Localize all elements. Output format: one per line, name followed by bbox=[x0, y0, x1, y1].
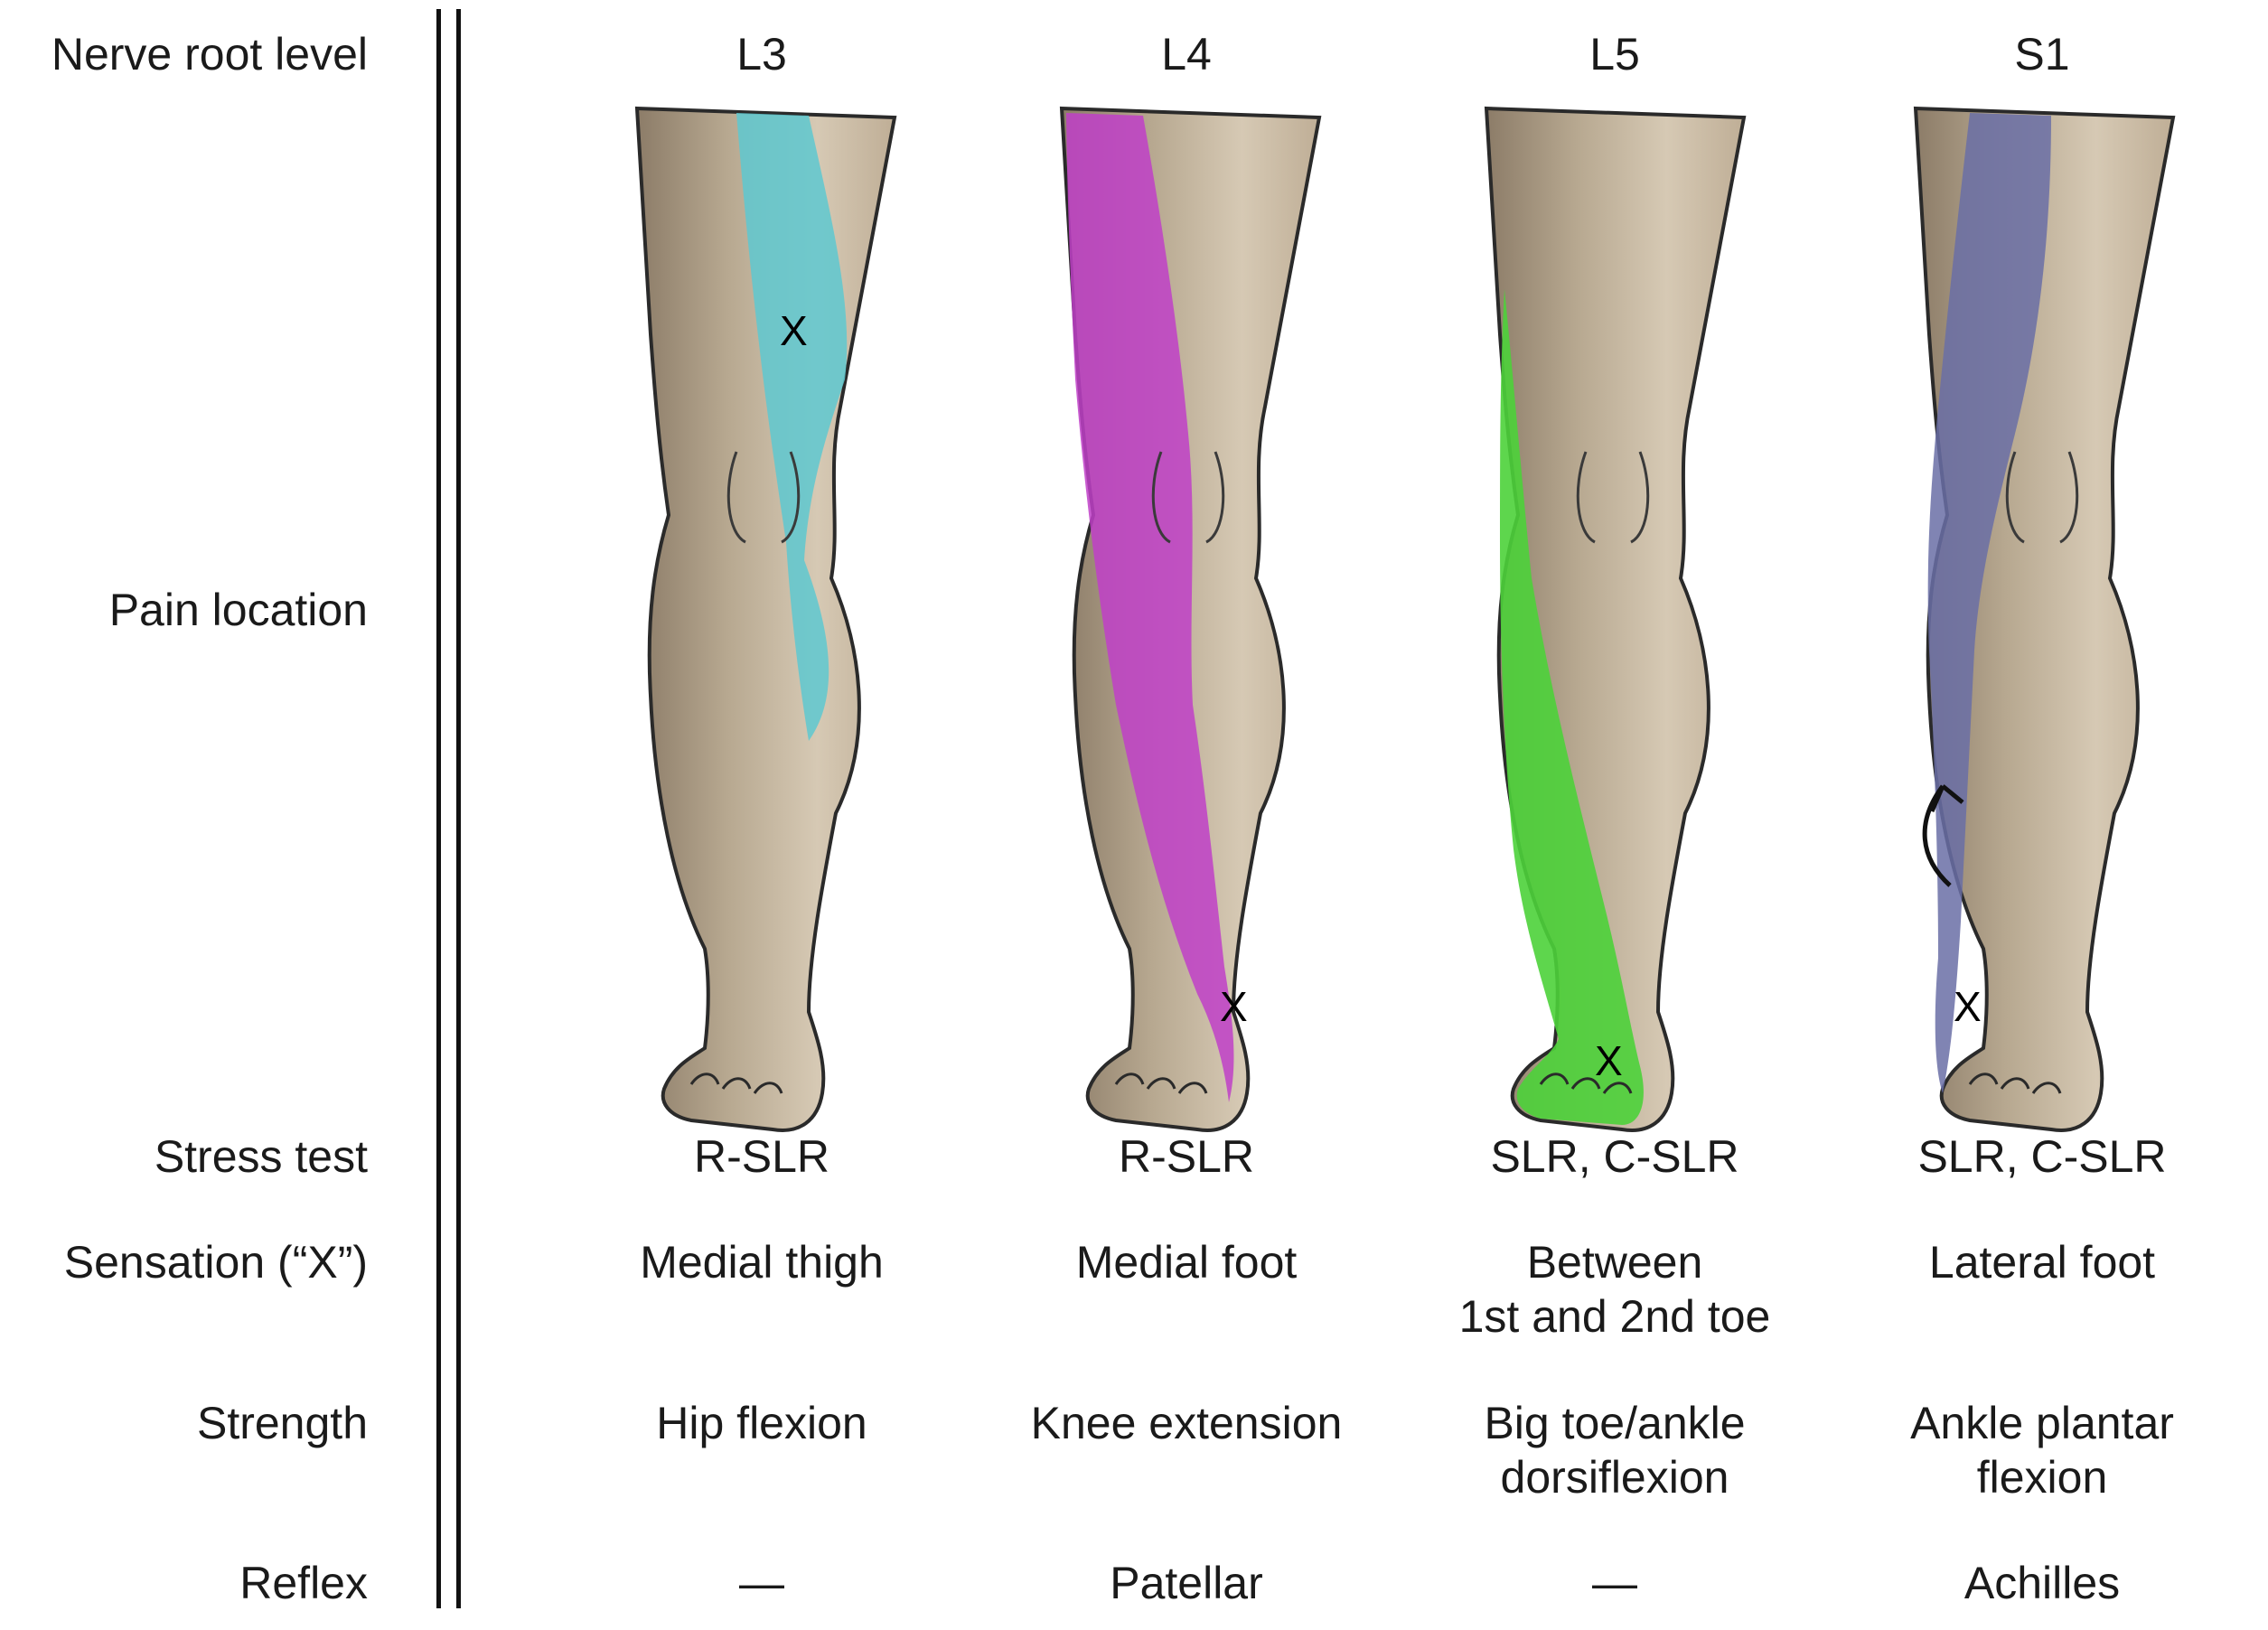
sensation-l4: Medial foot bbox=[979, 1235, 1394, 1289]
sensation-l5-line1: Between bbox=[1407, 1235, 1823, 1289]
sensation-l3: Medial thigh bbox=[554, 1235, 970, 1289]
marker-x-l5: X bbox=[1595, 1037, 1623, 1084]
strength-l4: Knee extension bbox=[979, 1396, 1394, 1450]
strength-s1: Ankle plantar flexion bbox=[1834, 1396, 2250, 1504]
strength-l5-line1: Big toe/ankle bbox=[1407, 1396, 1823, 1450]
leg-l3: X bbox=[637, 108, 895, 1130]
leg-s1: X bbox=[1916, 108, 2173, 1130]
leg-l4: X bbox=[1062, 108, 1319, 1130]
marker-x-s1: X bbox=[1954, 983, 1982, 1030]
marker-x-l4: X bbox=[1220, 983, 1248, 1030]
reflex-s1: Achilles bbox=[1834, 1556, 2250, 1610]
sensation-l5-line2: 1st and 2nd toe bbox=[1407, 1289, 1823, 1344]
leg-l5: X bbox=[1486, 108, 1744, 1130]
strength-l3: Hip flexion bbox=[554, 1396, 970, 1450]
strength-s1-line1: Ankle plantar bbox=[1834, 1396, 2250, 1450]
sensation-l5: Between 1st and 2nd toe bbox=[1407, 1235, 1823, 1344]
strength-l5: Big toe/ankle dorsiflexion bbox=[1407, 1396, 1823, 1504]
marker-x-l3: X bbox=[780, 307, 808, 354]
stress-test-s1: SLR, C-SLR bbox=[1834, 1129, 2250, 1184]
sensation-s1: Lateral foot bbox=[1834, 1235, 2250, 1289]
reflex-l5: — bbox=[1407, 1556, 1823, 1610]
strength-l5-line2: dorsiflexion bbox=[1407, 1450, 1823, 1504]
reflex-l3: — bbox=[554, 1556, 970, 1610]
stress-test-l5: SLR, C-SLR bbox=[1407, 1129, 1823, 1184]
reflex-l4: Patellar bbox=[979, 1556, 1394, 1610]
stress-test-l4: R-SLR bbox=[979, 1129, 1394, 1184]
stress-test-l3: R-SLR bbox=[554, 1129, 970, 1184]
strength-s1-line2: flexion bbox=[1834, 1450, 2250, 1504]
